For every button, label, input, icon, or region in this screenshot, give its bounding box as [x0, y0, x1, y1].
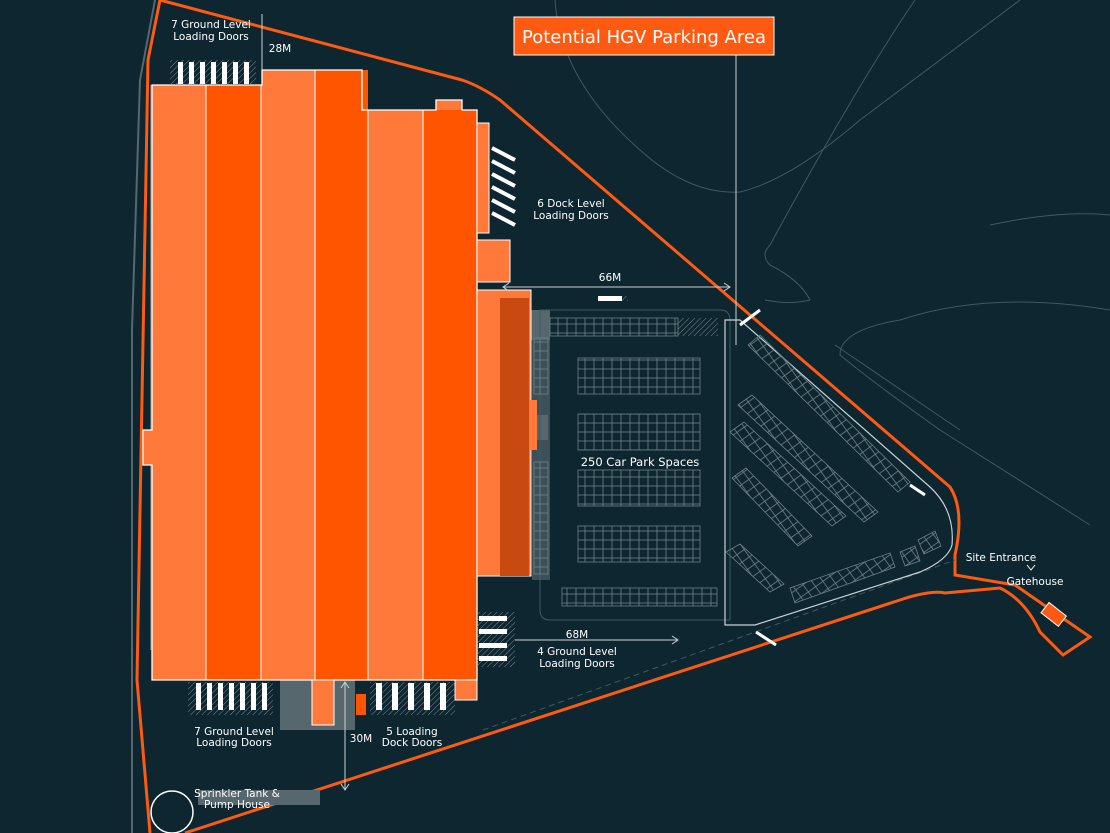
top-loading-doors [170, 60, 256, 85]
label-5-doors-2: Dock Doors [382, 737, 442, 749]
label-5-doors-1: 5 Loading [386, 726, 437, 738]
callout-title: Potential HGV Parking Area [522, 27, 766, 48]
label-dock-doors-2: Loading Doors [533, 210, 608, 222]
label-car-park: 250 Car Park Spaces [581, 455, 700, 469]
gatehouse-building[interactable] [1040, 601, 1068, 627]
side-loading-doors [477, 612, 515, 667]
label-sprinkler-1: Sprinkler Tank & [194, 788, 280, 800]
dock-loading-doors [491, 146, 516, 227]
car-park [533, 296, 731, 621]
label-bottom-doors-1: 7 Ground Level [194, 726, 274, 738]
internal-path [482, 559, 956, 731]
chevron-down-icon [1026, 564, 1036, 571]
label-4-doors-1: 4 Ground Level [537, 646, 617, 658]
hgv-parking-callout: Potential HGV Parking Area [513, 16, 775, 56]
label-top-doors-1: 7 Ground Level [171, 19, 251, 31]
sprinkler-tank [150, 790, 194, 833]
left-access-road [131, 0, 156, 833]
surrounding-roads [554, 0, 1110, 526]
label-dim-28: 28M [269, 43, 291, 55]
label-top-doors-2: Loading Doors [173, 31, 248, 43]
dimension-lines [261, 14, 737, 791]
label-sprinkler-2: Pump House [204, 799, 270, 811]
site-boundary [135, 0, 1093, 833]
hgv-parking-area [724, 308, 953, 647]
warehouse-building [142, 69, 537, 726]
label-bottom-doors-2: Loading Doors [196, 737, 271, 749]
label-gatehouse: Gatehouse [1007, 576, 1064, 588]
label-dim-68: 68M [566, 629, 588, 641]
label-dim-30: 30M [350, 733, 372, 745]
label-dim-66: 66M [599, 272, 621, 284]
label-dock-doors-1: 6 Dock Level [537, 198, 604, 210]
bottom-loading-doors [188, 682, 455, 715]
label-4-doors-2: Loading Doors [539, 658, 614, 670]
label-site-entrance: Site Entrance [966, 552, 1037, 564]
map-labels: 7 Ground Level Loading Doors 28M 6 Dock … [171, 19, 1063, 811]
